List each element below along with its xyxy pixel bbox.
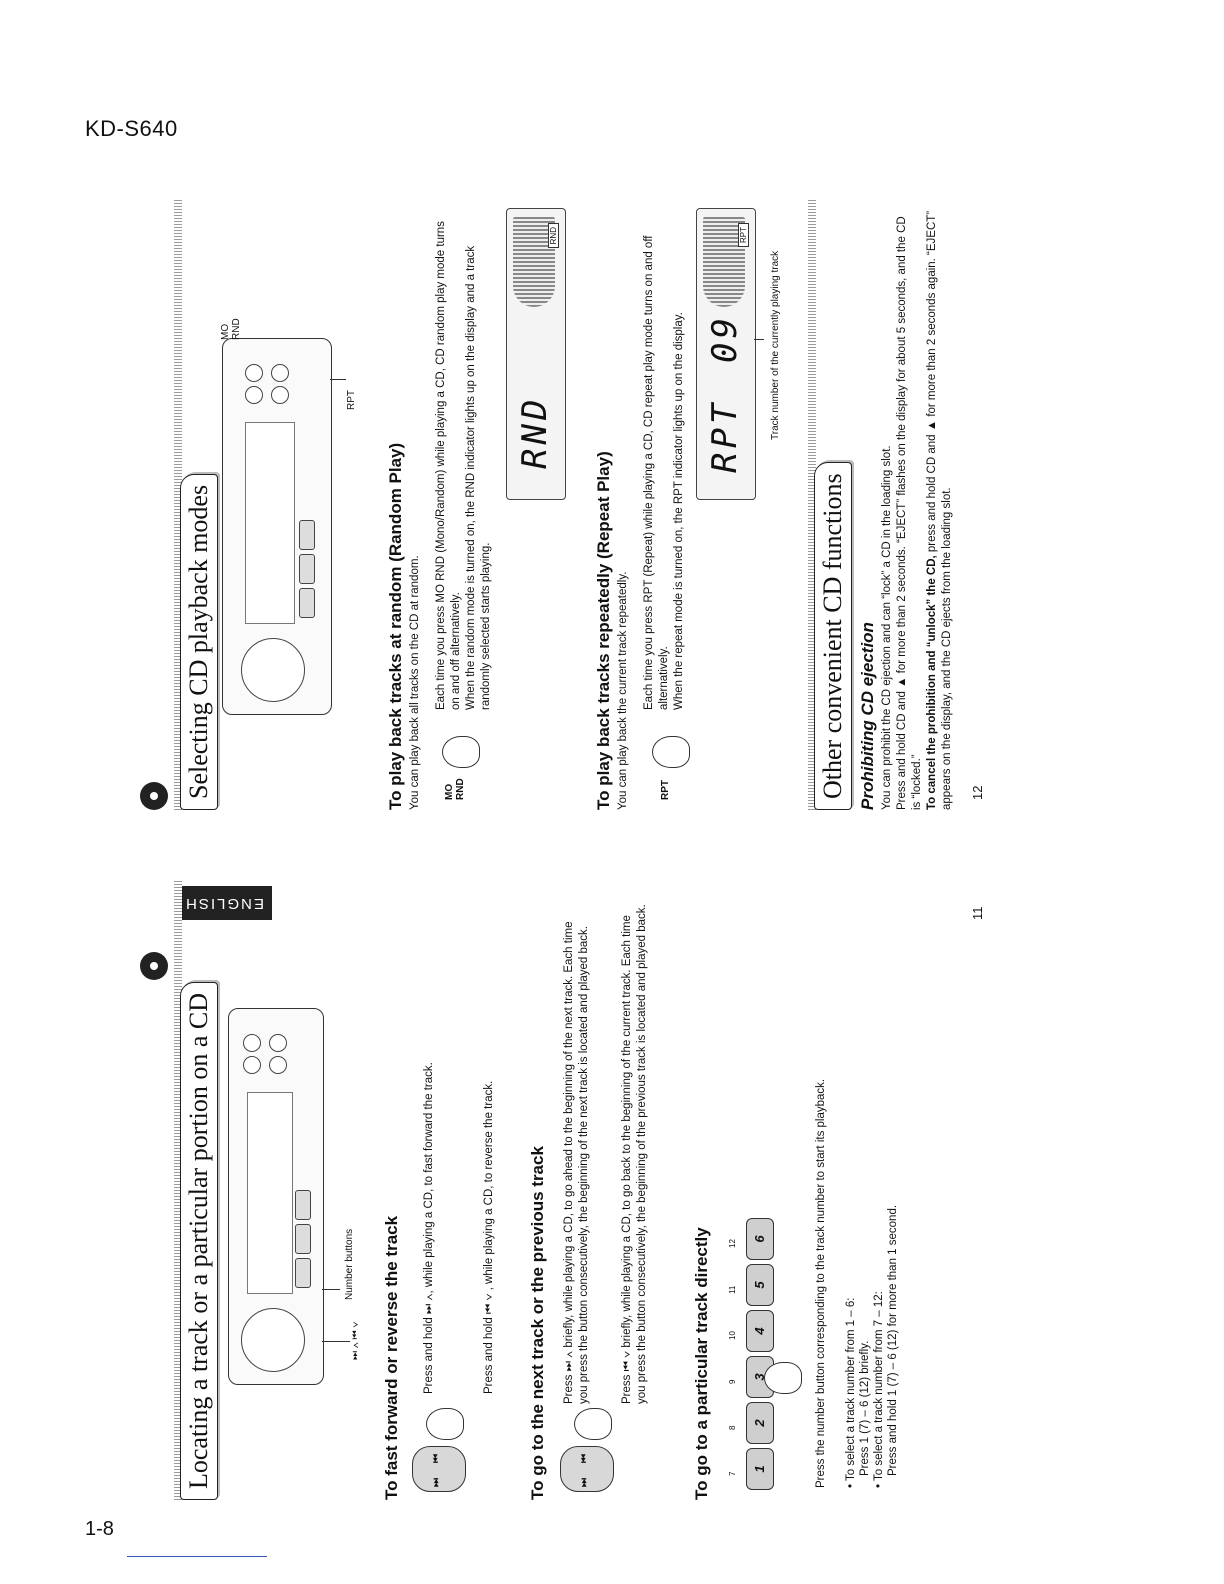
rotated-content: Locating a track or a particular portion…: [140, 200, 985, 1500]
panel-button: [299, 520, 315, 550]
top-numbers-row: 7 8 9 10 11 12: [728, 1130, 744, 1490]
panel-button: [295, 1224, 311, 1254]
language-tab: ENGLISH: [176, 886, 272, 920]
panel-small-button: [243, 1056, 261, 1074]
number-buttons-label: Number buttons: [344, 1228, 355, 1300]
panel-button: [295, 1258, 311, 1288]
mo-rnd-button-label: MO RND: [444, 778, 466, 800]
panel-button: [299, 588, 315, 618]
ctrl-up-label: ⏭: [579, 1478, 590, 1487]
panel-small-button: [271, 364, 289, 382]
panel-button: [295, 1190, 311, 1220]
repeat-lcd-tag: RPT: [738, 223, 749, 247]
repeat-lcd: RPT 09 RPT: [696, 208, 756, 500]
number-button-1: 1: [746, 1448, 774, 1490]
random-heading: To play back tracks at random (Random Pl…: [386, 442, 405, 810]
control-panel-illustration: [228, 1008, 324, 1385]
panel-small-button: [269, 1034, 287, 1052]
random-p1: Each time you press MO RND (Mono/Random)…: [435, 221, 462, 710]
panel-small-button: [245, 386, 263, 404]
random-lcd-text: RND: [515, 395, 555, 469]
ctrl-down-label: ⏮: [579, 1454, 590, 1463]
number-button-5: 5: [746, 1264, 774, 1306]
panel-small-button: [245, 364, 263, 382]
ejection-p3: To cancel the prohibition and “unlock” t…: [925, 210, 954, 810]
ff-heading: To fast forward or reverse the track: [382, 1215, 401, 1500]
ctrl-up-label: ⏭: [431, 1478, 442, 1487]
top-number: 8: [728, 1425, 737, 1430]
top-number: 9: [728, 1379, 737, 1384]
next-prev-heading: To go to the next track or the previous …: [528, 1146, 547, 1500]
ctrl-down-label: ⏮: [431, 1454, 442, 1463]
repeat-lcd-track: 09: [705, 314, 745, 363]
page-number: 1-8: [85, 1518, 114, 1540]
top-number: 12: [728, 1239, 737, 1248]
direct-bullet-2-sub: Press and hold 1 (7) – 6 (12) for more t…: [887, 1204, 899, 1476]
model-number: KD-S640: [85, 116, 178, 141]
prev-track-text: Press ⏮ ∨ briefly, while playing a CD, t…: [621, 904, 648, 1404]
panel-small-button: [243, 1034, 261, 1052]
random-intro: You can play back all tracks on the CD a…: [409, 555, 421, 810]
page-number-left: 11: [970, 906, 985, 921]
top-number: 7: [728, 1471, 737, 1476]
control-panel-illustration: [222, 338, 332, 715]
top-number: 10: [728, 1331, 737, 1340]
ejection-p2: Press and hold CD and ▲ for more than 2 …: [896, 216, 923, 810]
leader-line: [754, 339, 764, 340]
direct-intro-text: Press the number button corresponding to…: [815, 1078, 827, 1488]
ff-forward-text: Press and hold ⏭ ∧, while playing a CD, …: [423, 1062, 435, 1394]
cd-icon: [140, 782, 168, 810]
ejection-p1: You can prohibit the CD ejection and can…: [881, 445, 893, 810]
repeat-lcd-mode: RPT: [705, 399, 745, 473]
number-button-2: 2: [746, 1402, 774, 1444]
finger-icon: [426, 1408, 464, 1440]
volume-knob: [241, 1308, 305, 1372]
rpt-label: RPT: [346, 390, 357, 410]
leader-line: [322, 1341, 350, 1342]
next-prev-control-illustration: ⏭ ⏮: [560, 1446, 614, 1492]
panel-display: [247, 1092, 293, 1294]
repeat-p1: Each time you press RPT (Repeat) while p…: [643, 235, 670, 710]
direct-bullet-2: • To select a track number from 7 – 12:: [873, 1291, 885, 1488]
page-number-right: 12: [970, 785, 985, 800]
cd-icon: [140, 952, 168, 980]
locating-title: Locating a track or a particular portion…: [180, 982, 218, 1500]
panel-small-button: [271, 386, 289, 404]
direct-heading: To go to a particular track directly: [692, 1227, 711, 1500]
repeat-caption: Track number of the currently playing tr…: [770, 250, 781, 440]
number-button-4: 4: [746, 1310, 774, 1352]
repeat-intro: You can play back the current track repe…: [617, 571, 629, 810]
random-lcd: RND RND: [506, 208, 566, 500]
leader-line: [322, 1289, 340, 1290]
finger-icon: [652, 736, 690, 768]
panel-button: [299, 554, 315, 584]
rpt-button-label: RPT: [660, 780, 671, 800]
repeat-heading: To play back tracks repeatedly (Repeat P…: [594, 451, 613, 810]
panel-display: [245, 422, 295, 624]
ejection-heading: Prohibiting CD ejection: [858, 622, 877, 810]
panel-small-button: [269, 1056, 287, 1074]
finger-icon: [442, 736, 480, 768]
footer-rule: [127, 1556, 267, 1557]
other-title: Other convenient CD functions: [814, 462, 852, 810]
leader-line: [330, 379, 346, 380]
mo-rnd-label: MO RND: [220, 318, 242, 340]
ff-reverse-text: Press and hold ⏮ ∨ , while playing a CD,…: [483, 1080, 495, 1394]
random-p2: When the random mode is turned on, the R…: [465, 245, 492, 710]
selecting-title: Selecting CD playback modes: [180, 473, 218, 810]
direct-bullet-1-sub: Press 1 (7) – 6 (12) briefly.: [859, 1340, 871, 1476]
volume-knob: [241, 638, 305, 702]
repeat-p2: When the repeat mode is turned on, the R…: [673, 312, 685, 710]
finger-icon: [764, 1362, 802, 1394]
random-lcd-tag: RND: [548, 223, 559, 249]
ff-rew-symbols: ⏭ ∧ ⏮ ∨: [350, 1321, 361, 1361]
top-number: 11: [728, 1285, 737, 1294]
number-button-6: 6: [746, 1218, 774, 1260]
finger-icon: [574, 1408, 612, 1440]
next-track-text: Press ⏭ ∧ briefly, while playing a CD, t…: [563, 921, 590, 1405]
ejection-p3-bold: To cancel the prohibition and “unlock” t…: [926, 555, 938, 810]
direct-bullet-1: • To select a track number from 1 – 6:: [845, 1297, 857, 1488]
ff-control-illustration: ⏭ ⏮: [412, 1446, 466, 1492]
